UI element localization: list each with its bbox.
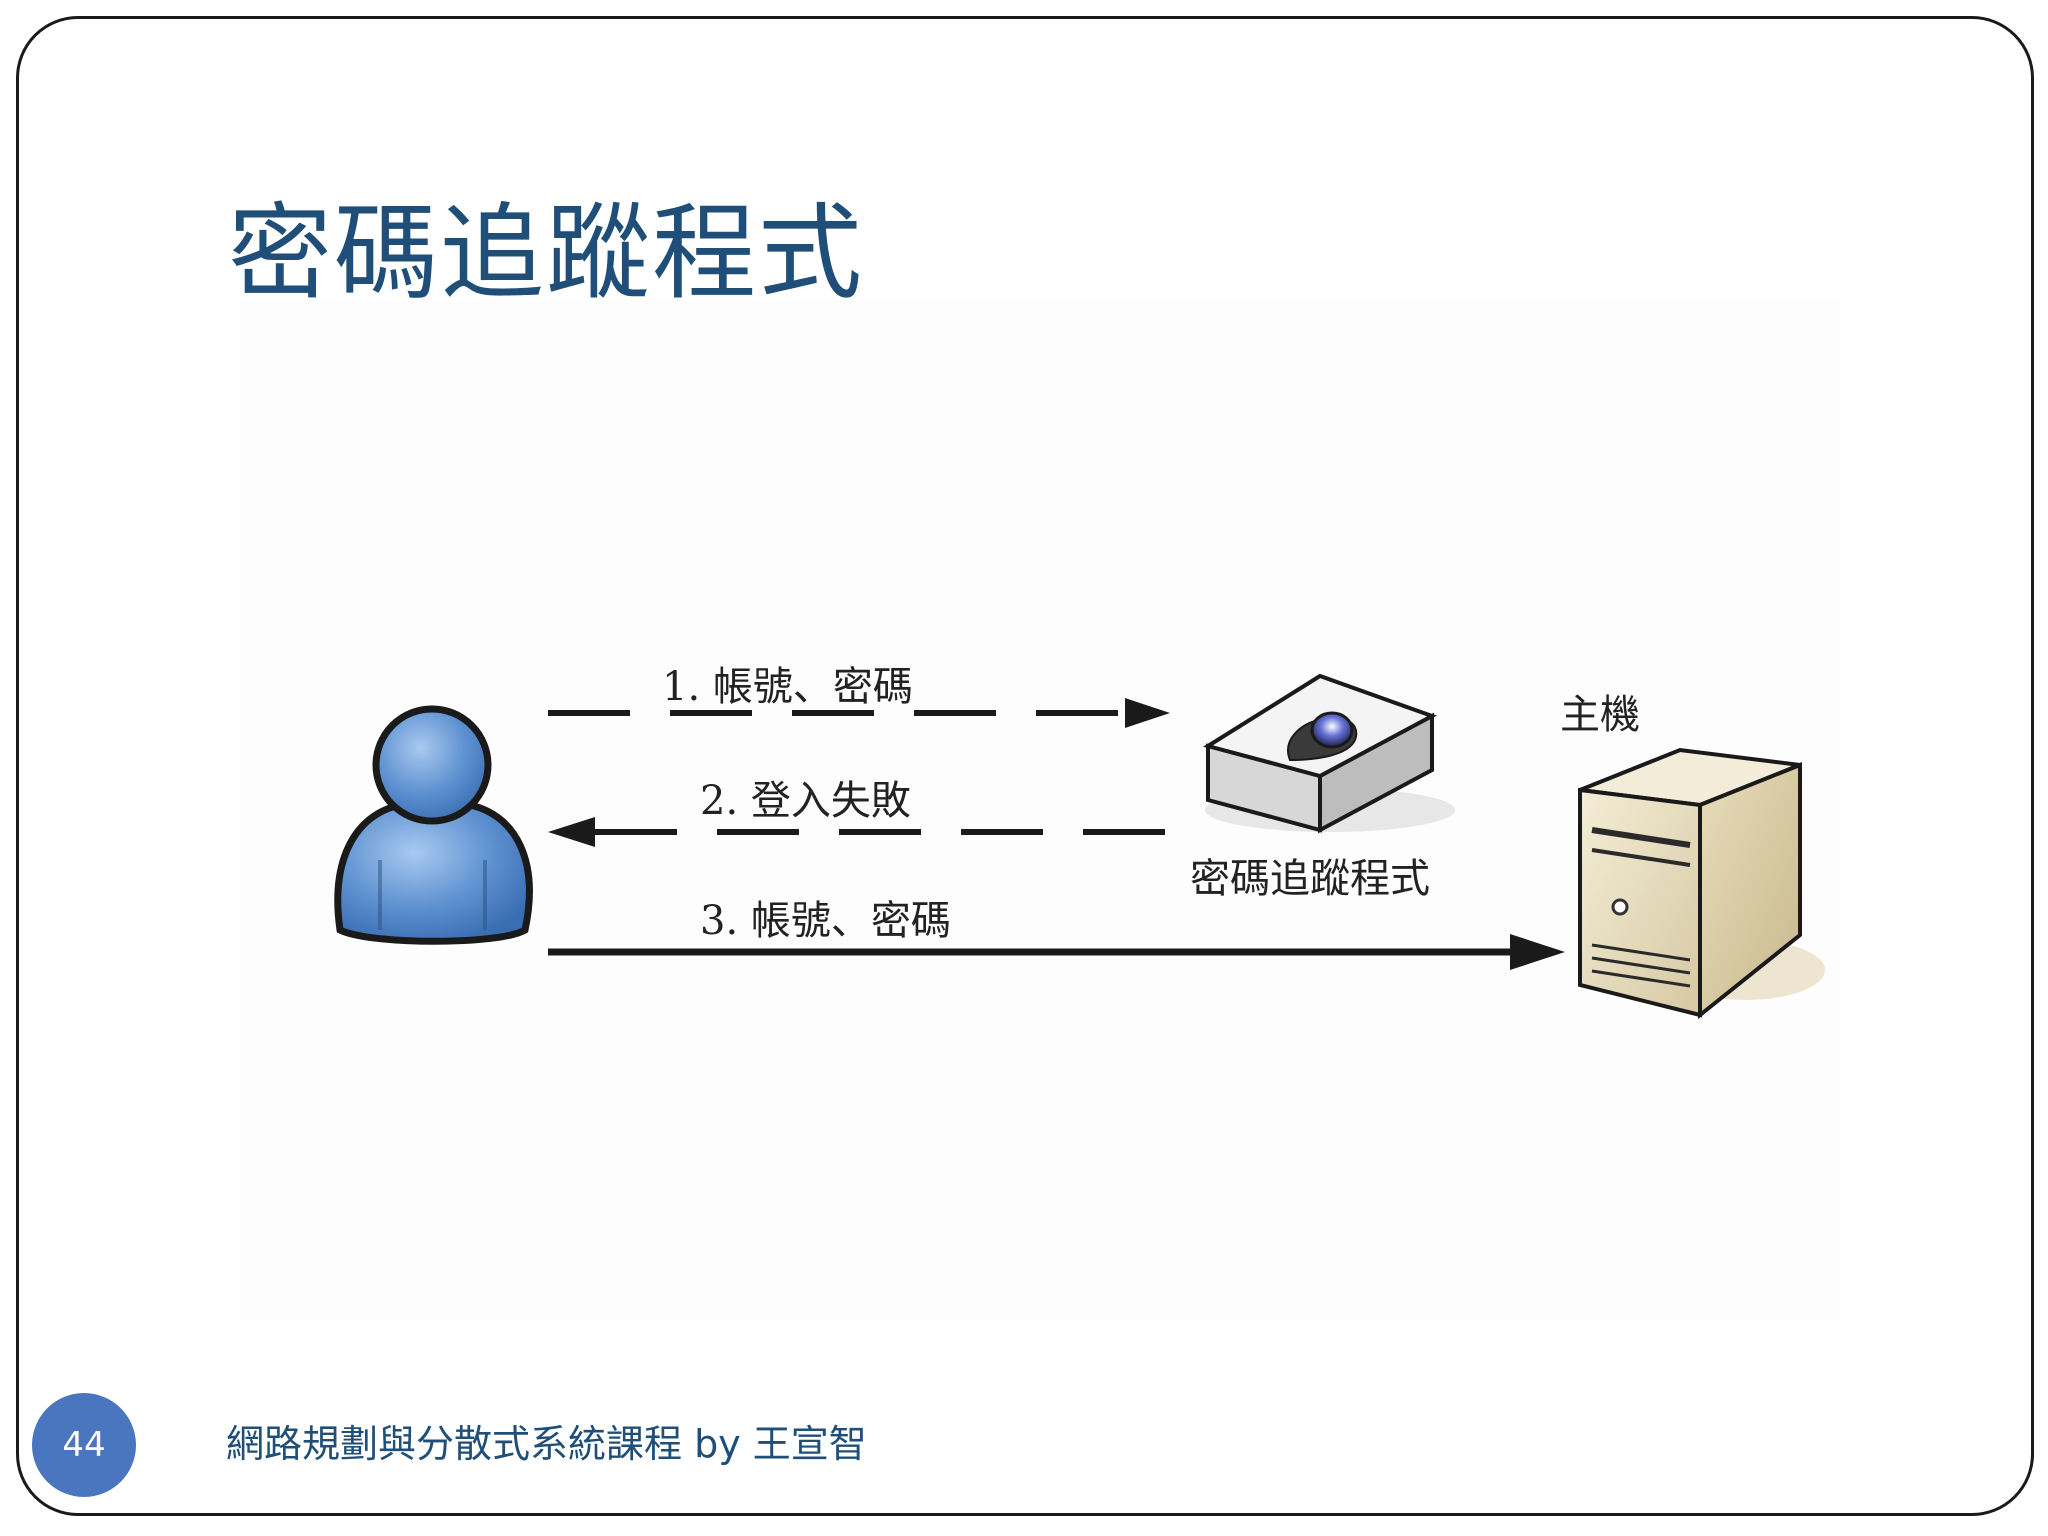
- user-icon: [334, 705, 533, 945]
- arrow-step3: [548, 934, 1565, 970]
- step3-label: 3. 帳號、密碼: [700, 898, 951, 944]
- server-icon: [1578, 747, 1825, 1020]
- slide-title: 密碼追蹤程式: [228, 192, 865, 314]
- tracker-label: 密碼追蹤程式: [1190, 856, 1430, 902]
- page-number-badge: 44: [32, 1393, 136, 1497]
- tracker-device-icon: [1203, 673, 1455, 834]
- diagram-background: [240, 300, 1840, 1320]
- step1-label: 1. 帳號、密碼: [662, 664, 913, 710]
- step2-label: 2. 登入失敗: [700, 778, 911, 824]
- server-label: 主機: [1560, 692, 1640, 738]
- footer-text: 網路規劃與分散式系統課程 by 王宣智: [226, 1422, 867, 1466]
- arrow-step2: [548, 817, 1172, 847]
- arrow-step1: [548, 698, 1170, 728]
